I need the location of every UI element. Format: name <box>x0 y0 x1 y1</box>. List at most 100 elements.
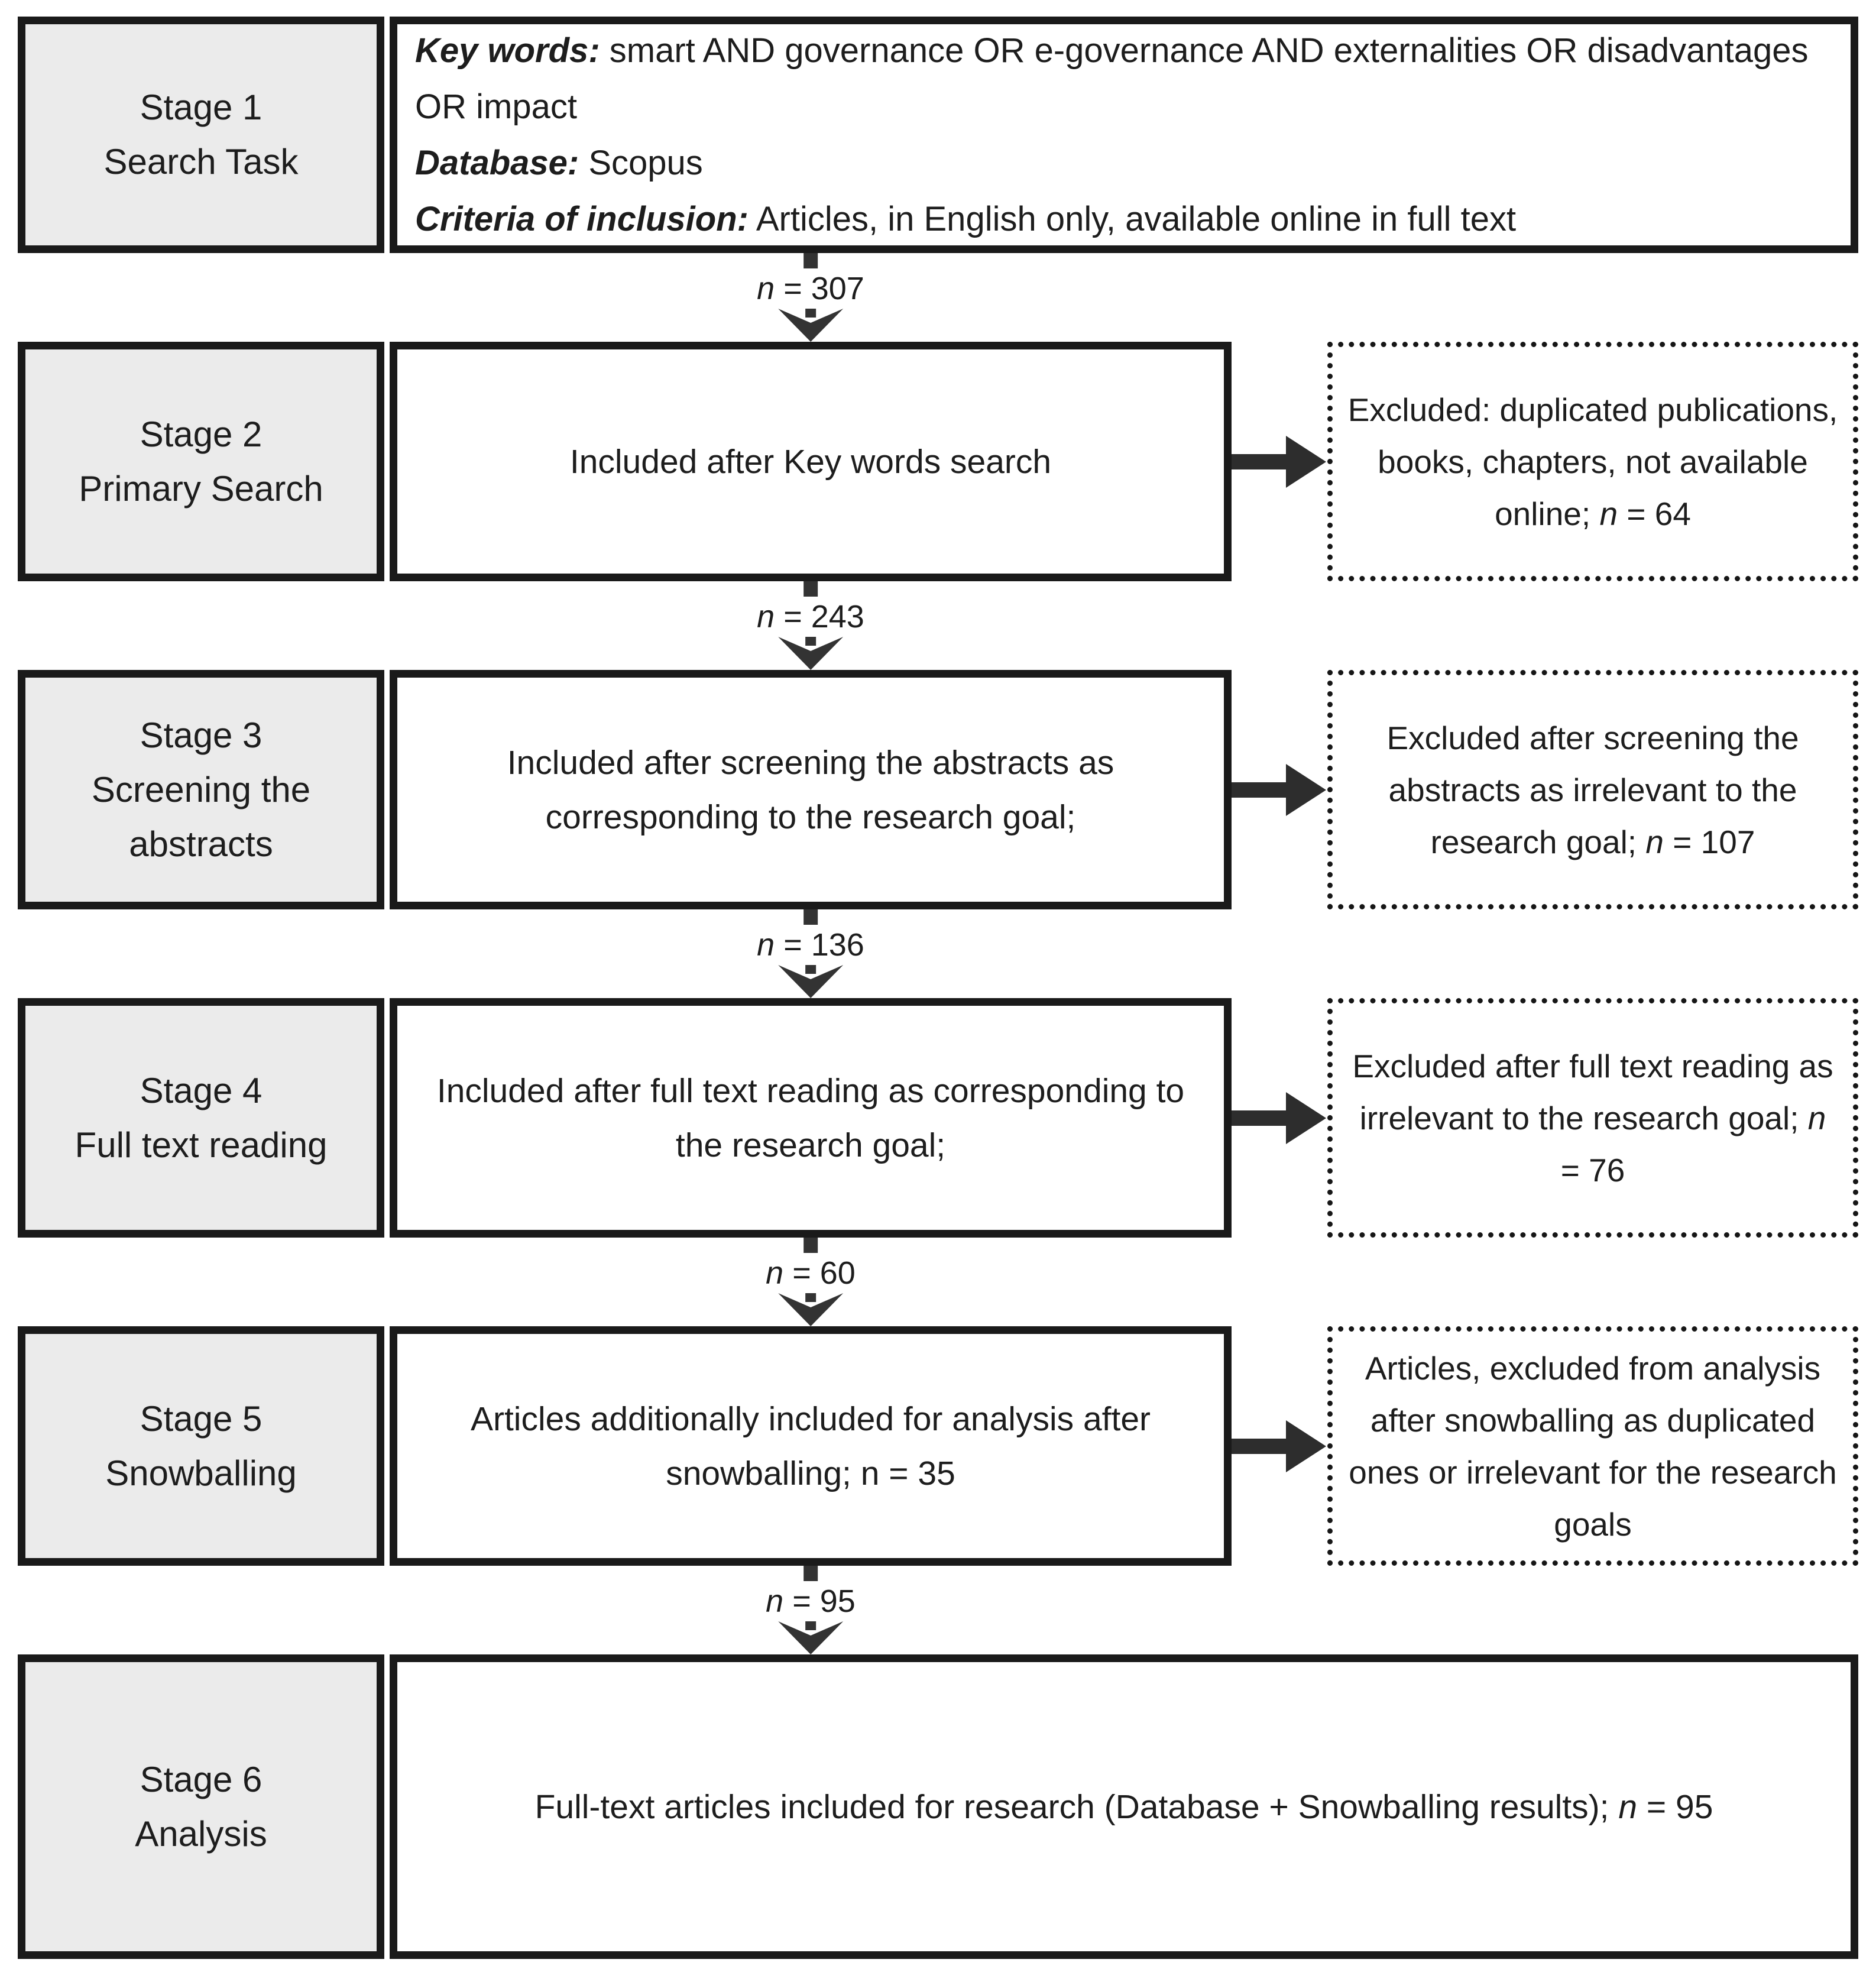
down-arrow-icon <box>778 309 843 342</box>
excluded-text-main: Excluded after screening the abstracts a… <box>1386 719 1799 860</box>
stage-4-row: Stage 4 Full text reading Included after… <box>18 998 1858 1238</box>
stage-5-content-box: Articles additionally included for analy… <box>390 1326 1232 1566</box>
stage-name: Analysis <box>135 1813 267 1854</box>
criteria-line: Criteria of inclusion: Articles, in Engl… <box>415 191 1839 247</box>
right-arrow-icon <box>1232 1092 1326 1144</box>
n-symbol: n <box>1807 1099 1826 1136</box>
stage-3-content-box: Included after screening the abstracts a… <box>390 670 1232 909</box>
excluded-text: Articles, excluded from analysis after s… <box>1349 1349 1837 1543</box>
n-value: = 243 <box>775 599 864 634</box>
stage-2-label-box: Stage 2 Primary Search <box>18 342 384 581</box>
stage-1-row: Stage 1 Search Task Key words: smart AND… <box>18 17 1858 253</box>
final-text-main: Full-text articles included for research… <box>534 1787 1619 1826</box>
n-symbol: n <box>1599 495 1618 532</box>
excluded-text-main: Excluded: duplicated publications, books… <box>1347 391 1838 532</box>
exclude-arrow-zone <box>1232 342 1327 581</box>
flow-connector-4: n = 60 <box>766 1238 856 1326</box>
stage-1-content-box: Key words: smart AND governance OR e-gov… <box>390 17 1858 253</box>
down-arrow-icon <box>778 637 843 670</box>
stage-6-content-box: Full-text articles included for research… <box>390 1654 1858 1959</box>
flow-count-5: n = 95 <box>766 1584 856 1618</box>
flow-connector-3: n = 136 <box>757 909 864 998</box>
right-arrow-icon <box>1232 435 1326 488</box>
stage-number: Stage 2 <box>140 414 263 454</box>
stage-3-label-box: Stage 3 Screening the abstracts <box>18 670 384 909</box>
stage-name: Primary Search <box>79 468 323 509</box>
stage-5-label-box: Stage 5 Snowballing <box>18 1326 384 1566</box>
stage-number: Stage 3 <box>140 715 263 755</box>
n-value: = 95 <box>1637 1787 1713 1826</box>
flow-connector-2: n = 243 <box>757 581 864 670</box>
included-text: Included after full text reading as corr… <box>436 1071 1185 1164</box>
n-value: = 107 <box>1663 823 1755 860</box>
n-value: = 307 <box>775 271 864 306</box>
dashed-line-segment <box>803 1238 818 1253</box>
exclude-arrow-zone <box>1232 1326 1327 1566</box>
n-value: = 60 <box>783 1255 856 1291</box>
stage-4-label-box: Stage 4 Full text reading <box>18 998 384 1238</box>
exclude-arrow-zone <box>1232 998 1327 1238</box>
dashed-line-segment <box>803 581 818 597</box>
flow-gap-2: n = 243 <box>18 581 1858 670</box>
keywords-label: Key words: <box>415 31 600 70</box>
right-arrow-icon <box>1232 1420 1326 1472</box>
n-value: = 136 <box>775 927 864 963</box>
stage-4-content-box: Included after full text reading as corr… <box>390 998 1232 1238</box>
dashed-line-segment <box>803 253 818 268</box>
n-symbol: n <box>757 271 775 306</box>
included-text: Articles additionally included for analy… <box>470 1400 1151 1492</box>
excluded-text: Excluded after full text reading as irre… <box>1347 1040 1839 1196</box>
stage-3-row: Stage 3 Screening the abstracts Included… <box>18 670 1858 909</box>
criteria-label: Criteria of inclusion: <box>415 200 749 238</box>
stage-name: Screening the <box>91 769 311 809</box>
n-value: = 64 <box>1618 495 1691 532</box>
final-included-text: Full-text articles included for research… <box>535 1780 1713 1834</box>
n-symbol: n <box>1645 823 1664 860</box>
n-value: = 76 <box>1560 1151 1625 1188</box>
flow-gap-1: n = 307 <box>18 253 1858 342</box>
stage-3-excluded-box: Excluded after screening the abstracts a… <box>1327 670 1858 909</box>
stage-6-label-box: Stage 6 Analysis <box>18 1654 384 1959</box>
flow-gap-3: n = 136 <box>18 909 1858 998</box>
stage-2-excluded-box: Excluded: duplicated publications, books… <box>1327 342 1858 581</box>
flow-count-4: n = 60 <box>766 1256 856 1290</box>
excluded-text: Excluded after screening the abstracts a… <box>1347 712 1839 868</box>
stage-4-excluded-box: Excluded after full text reading as irre… <box>1327 998 1858 1238</box>
stage-2-content-box: Included after Key words search <box>390 342 1232 581</box>
exclude-arrow-zone <box>1232 670 1327 909</box>
flow-gap-5: n = 95 <box>18 1566 1858 1654</box>
stage-number: Stage 1 <box>140 88 263 127</box>
included-text: Included after Key words search <box>569 442 1052 481</box>
down-arrow-icon <box>778 965 843 998</box>
right-arrow-icon <box>1232 763 1326 816</box>
keywords-line: Key words: smart AND governance OR e-gov… <box>415 22 1839 135</box>
stage-name: Search Task <box>103 142 299 182</box>
dashed-line-segment <box>803 1566 818 1581</box>
n-symbol: n <box>1618 1787 1638 1826</box>
stage-number: Stage 6 <box>140 1759 263 1799</box>
stage-5-excluded-box: Articles, excluded from analysis after s… <box>1327 1326 1858 1566</box>
stage-name: Snowballing <box>105 1453 297 1493</box>
flow-count-1: n = 307 <box>757 271 864 306</box>
database-label: Database: <box>415 144 579 182</box>
included-text: Included after screening the abstracts a… <box>507 743 1114 836</box>
flow-connector-5: n = 95 <box>766 1566 856 1654</box>
down-arrow-icon <box>778 1621 843 1654</box>
flow-count-3: n = 136 <box>757 928 864 962</box>
down-arrow-icon <box>778 1293 843 1326</box>
stage-5-row: Stage 5 Snowballing Articles additionall… <box>18 1326 1858 1566</box>
flow-connector-1: n = 307 <box>757 253 864 342</box>
stage-2-row: Stage 2 Primary Search Included after Ke… <box>18 342 1858 581</box>
stage-number: Stage 4 <box>140 1070 263 1110</box>
stage-name: abstracts <box>129 824 273 864</box>
keywords-text: smart AND governance OR e-governance AND… <box>415 31 1809 126</box>
stage-1-label-box: Stage 1 Search Task <box>18 17 384 253</box>
dashed-line-segment <box>803 909 818 925</box>
stage-6-row: Stage 6 Analysis Full-text articles incl… <box>18 1654 1858 1959</box>
n-symbol: n <box>766 1583 784 1619</box>
stage-number: Stage 5 <box>140 1398 263 1439</box>
database-line: Database: Scopus <box>415 135 1839 191</box>
n-symbol: n <box>757 599 775 634</box>
n-symbol: n <box>766 1255 784 1291</box>
